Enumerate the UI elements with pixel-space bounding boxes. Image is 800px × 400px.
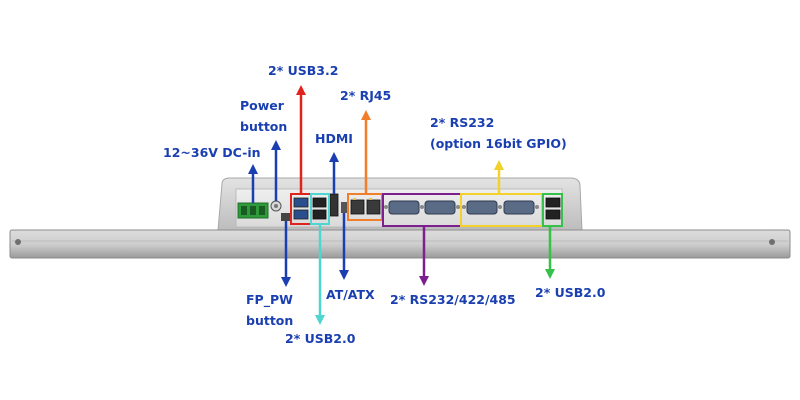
at-atx-arrow [339,213,349,280]
label-usb20-bottom: 2* USB2.0 [285,331,356,346]
label-dc-in: 12~36V DC-in [163,145,261,160]
bezel-screw-right [769,239,775,245]
label-usb32: 2* USB3.2 [268,63,338,78]
label-at-atx: AT/ATX [326,287,375,302]
label-rs232-line1: 2* RS232 [430,115,494,130]
front-bezel-lip [9,229,791,259]
power-button-arrow [271,140,281,201]
fp-pw-arrow [281,221,291,287]
usb32-ports [293,197,309,220]
usb20-ports-right [545,197,561,220]
usb32-arrow [296,85,306,194]
fp-pw-port [281,213,290,221]
label-fp-pw-line1: FP_PW [246,292,293,308]
dc-in-terminal [237,202,269,219]
at-atx-switch [341,202,348,213]
dc-in-arrow [248,164,258,203]
hdmi-port [329,193,339,217]
label-rs232-422-485: 2* RS232/422/485 [390,292,516,307]
hdmi-arrow [329,152,339,194]
label-rj45: 2* RJ45 [340,88,391,103]
usb20-right-arrow [545,226,555,279]
rj45-ports [350,198,381,215]
usb20-bottom-arrow [315,224,325,325]
rs232-arrow [494,160,504,194]
label-rs232-line2: (option 16bit GPIO) [430,136,567,151]
rj45-arrow [361,110,371,194]
label-hdmi: HDMI [315,131,353,146]
power-button-port [270,200,282,212]
usb20-ports-left [312,197,327,220]
label-power-button-line2: button [240,119,287,134]
panel-pc-device [9,177,791,259]
com-ports-rs485 [384,200,460,215]
label-power-button-line1: Power [240,98,285,113]
bezel-screw-left [15,239,21,245]
rs485-arrow [419,226,429,286]
label-usb20-right: 2* USB2.0 [535,285,606,300]
usb20-right-highlight-box [542,193,563,227]
com-ports-rs232 [462,200,539,215]
label-fp-pw-line2: button [246,313,293,328]
